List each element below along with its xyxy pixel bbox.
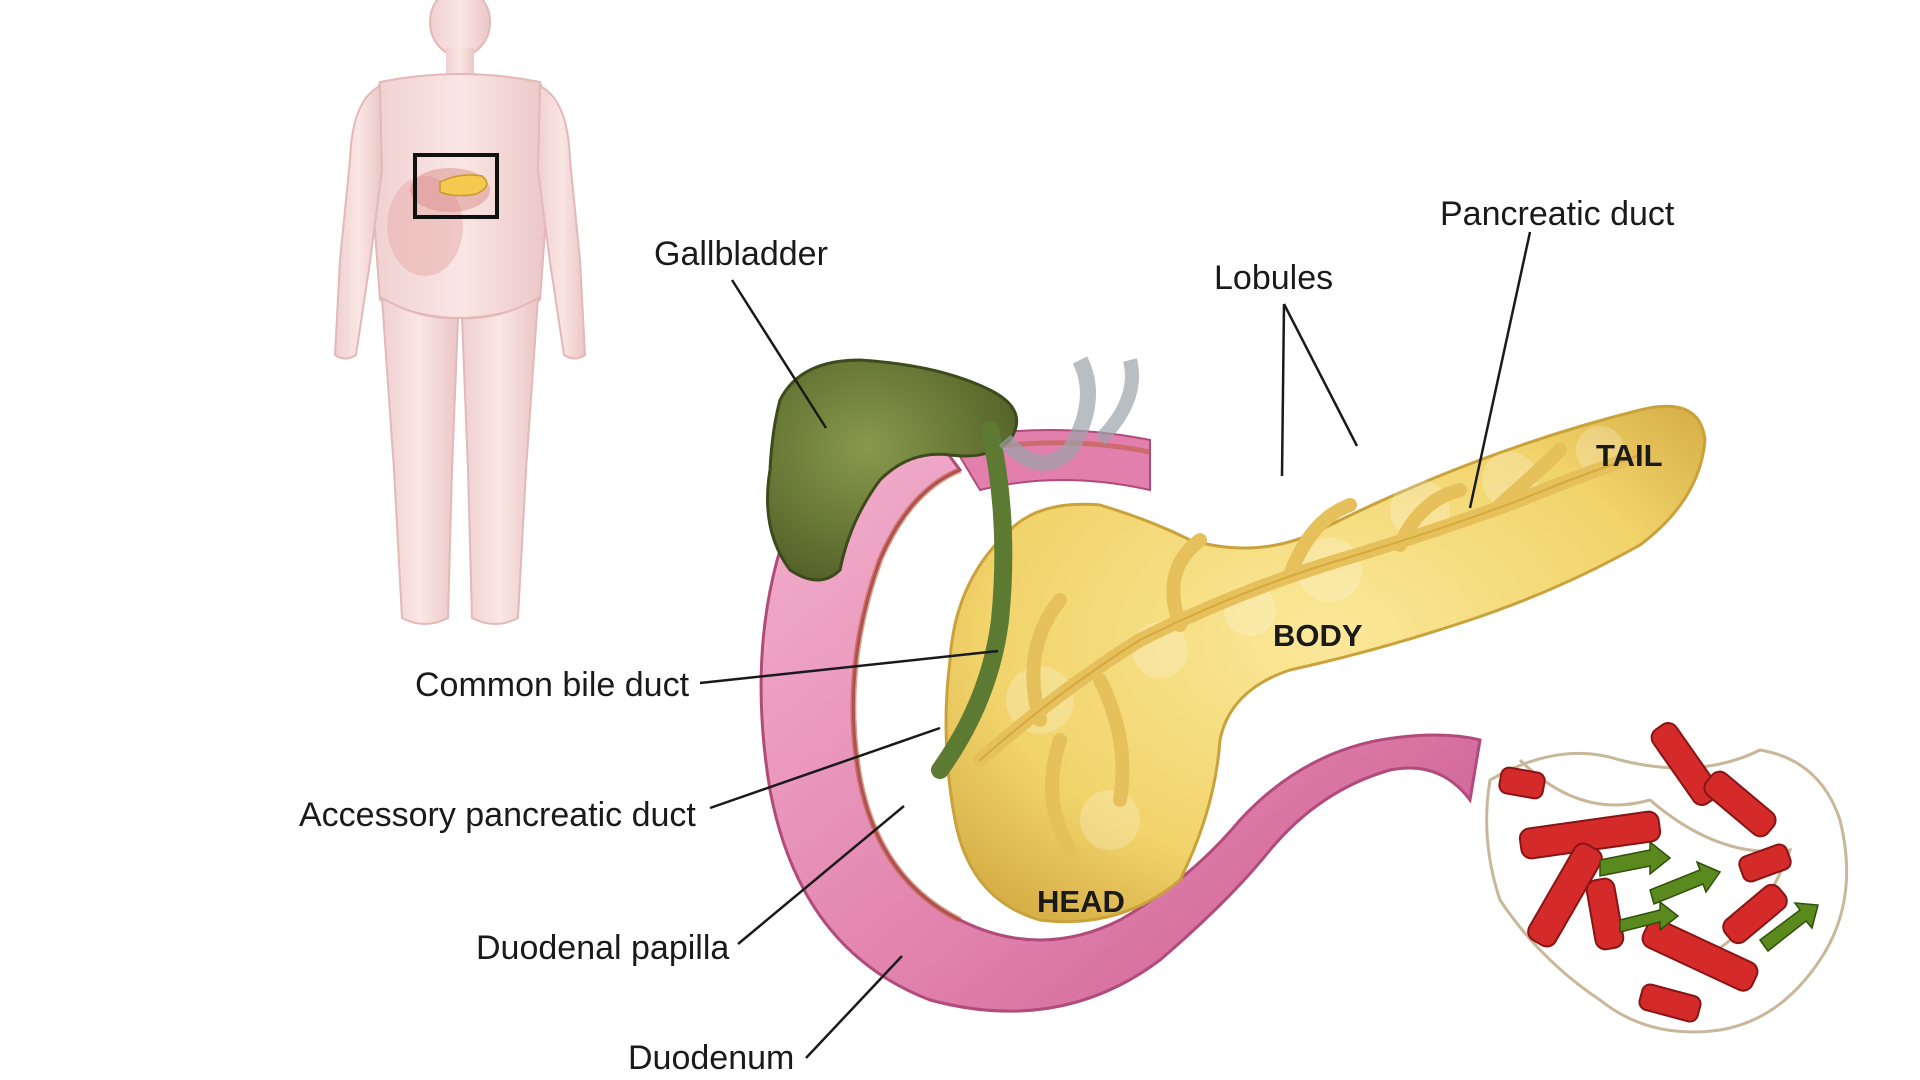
human-body-figure	[333, 0, 587, 625]
common-bile-duct-label: Common bile duct	[415, 666, 690, 704]
common-bile-duct	[931, 421, 1013, 779]
lobules-label: Lobules	[1214, 259, 1334, 297]
duodenal-papilla-label: Duodenal papilla	[476, 929, 730, 967]
gallbladder-organ	[766, 356, 1139, 779]
head-region-label: HEAD	[1037, 884, 1125, 919]
pancreas-location-box	[413, 153, 499, 219]
duodenum-label: Duodenum	[628, 1039, 795, 1077]
body-region-label: BODY	[1273, 618, 1363, 653]
pancreas-organ	[944, 404, 1707, 924]
gallbladder-label: Gallbladder	[654, 235, 828, 273]
accessory-pancreatic-duct-label: Accessory pancreatic duct	[299, 796, 696, 834]
tail-region-label: TAIL	[1596, 438, 1663, 473]
label-leader-lines	[699, 231, 1532, 1059]
pancreatic-duct-label: Pancreatic duct	[1440, 195, 1675, 233]
protein-structure-illustration	[1485, 722, 1849, 1034]
